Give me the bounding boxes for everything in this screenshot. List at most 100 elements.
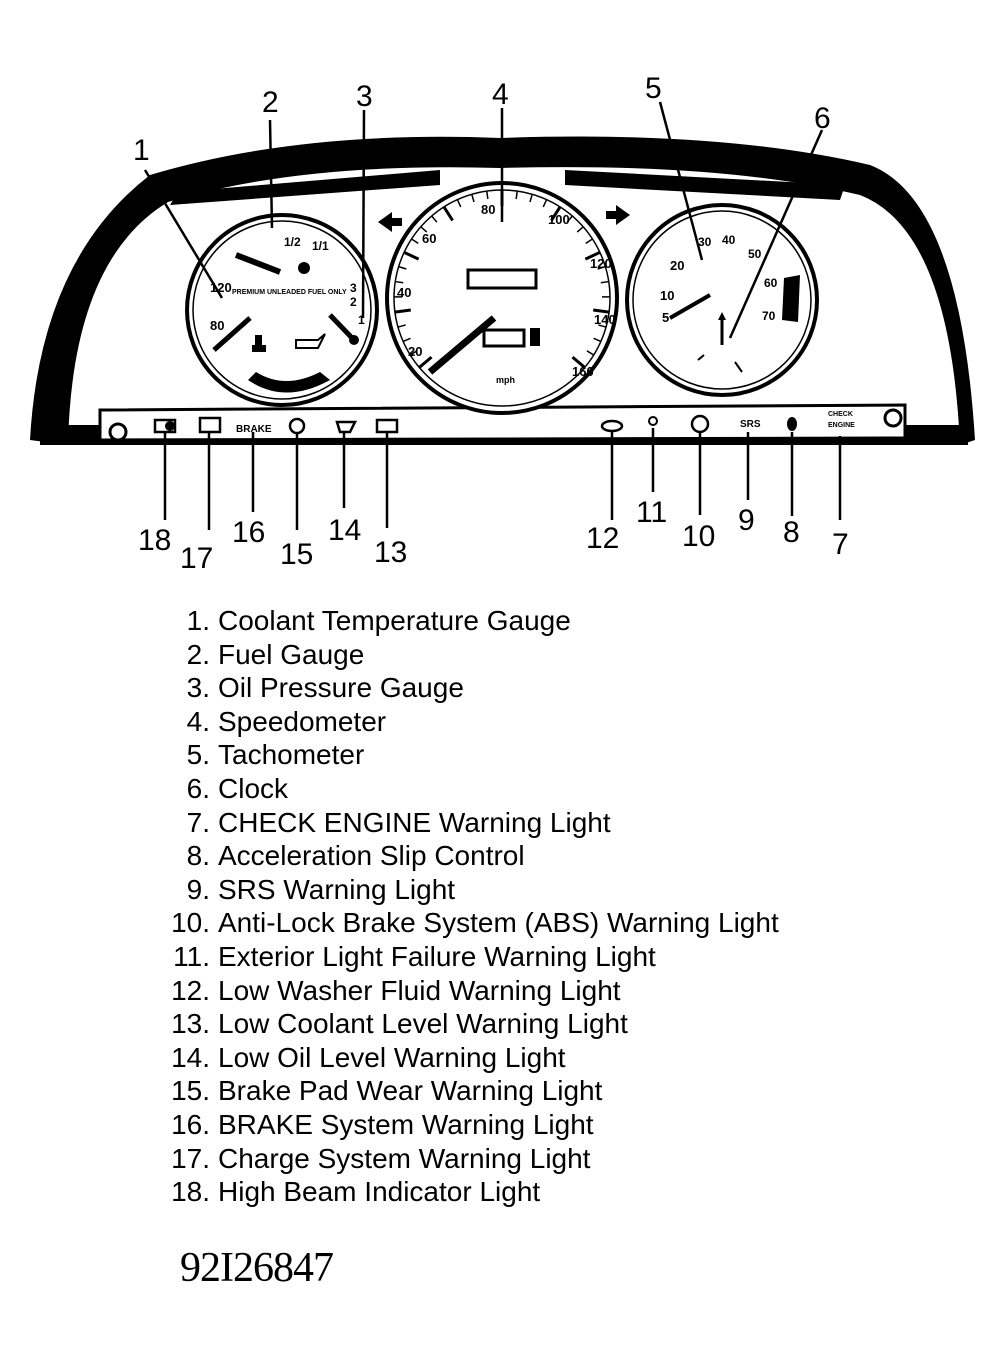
speedo-unit-label: mph bbox=[496, 375, 515, 385]
speedo-tick bbox=[542, 199, 548, 208]
fuel-needle bbox=[234, 252, 282, 275]
leader-5 bbox=[658, 101, 704, 261]
fuel-warning-text: PREMIUM UNLEADED FUEL ONLY bbox=[232, 289, 347, 296]
legend-number: 11. bbox=[173, 940, 210, 972]
speedo-tick bbox=[471, 194, 475, 203]
fuel-pump-icon bbox=[298, 262, 310, 274]
trip-odometer bbox=[482, 328, 526, 348]
legend-label: Clock bbox=[218, 772, 289, 804]
leader-1 bbox=[143, 169, 224, 299]
legend-item: 12.Low Washer Fluid Warning Light bbox=[150, 974, 779, 1008]
legend-item: 1.Coolant Temperature Gauge bbox=[150, 604, 779, 638]
oil-needle bbox=[328, 313, 356, 342]
legend-number: 8. bbox=[186, 840, 210, 872]
legend-label: Oil Pressure Gauge bbox=[218, 672, 464, 704]
callout-15: 15 bbox=[280, 538, 314, 571]
callout-13: 13 bbox=[374, 536, 408, 569]
speedo-tick bbox=[584, 250, 601, 261]
legend-label: Low Coolant Level Warning Light bbox=[218, 1008, 628, 1040]
legend-label: High Beam Indicator Light bbox=[218, 1176, 541, 1208]
speedo-tick bbox=[485, 190, 489, 200]
oil-3-label: 3 bbox=[350, 281, 357, 295]
legend-item: 17.Charge System Warning Light bbox=[150, 1142, 779, 1176]
speedo-tick bbox=[576, 226, 584, 233]
legend-number: 9. bbox=[186, 873, 210, 905]
legend-label: Acceleration Slip Control bbox=[218, 840, 525, 872]
callout-10: 10 bbox=[682, 520, 716, 553]
legend-item: 8.Acceleration Slip Control bbox=[150, 839, 779, 873]
callout-3: 3 bbox=[356, 80, 373, 113]
tach-50-label: 50 bbox=[748, 247, 762, 261]
speedo-tick bbox=[515, 190, 519, 200]
bulb-icon bbox=[648, 416, 658, 426]
legend-number: 2. bbox=[186, 638, 210, 670]
callout-1: 1 bbox=[133, 134, 150, 167]
temp-80-label: 80 bbox=[210, 318, 224, 333]
legend-list: 1.Coolant Temperature Gauge 2.Fuel Gauge… bbox=[150, 604, 779, 1209]
speedo-tick bbox=[529, 194, 533, 203]
speedo-tick bbox=[571, 355, 586, 369]
tach-10-label: 10 bbox=[660, 288, 674, 303]
legend-label: CHECK ENGINE Warning Light bbox=[218, 806, 611, 838]
speedo-tick bbox=[394, 308, 411, 314]
speedo-tick bbox=[398, 265, 407, 270]
legend-item: 3.Oil Pressure Gauge bbox=[150, 671, 779, 705]
speedo-tick bbox=[397, 324, 406, 328]
tach-needle bbox=[669, 293, 711, 320]
legend-number: 18. bbox=[171, 1176, 210, 1208]
legend-item: 10.Anti-Lock Brake System (ABS) Warning … bbox=[150, 906, 779, 940]
speedo-tick bbox=[593, 308, 610, 314]
odometer bbox=[466, 268, 538, 290]
speedo-tick bbox=[442, 206, 454, 222]
speedo-tick bbox=[566, 215, 573, 223]
temp-needle bbox=[212, 316, 252, 352]
srs-indicator-label: SRS bbox=[740, 419, 761, 430]
fuel-half-label: 1/2 bbox=[284, 235, 301, 249]
legend-label: Coolant Temperature Gauge bbox=[218, 605, 571, 636]
legend-label: Exterior Light Failure Warning Light bbox=[218, 940, 656, 972]
speedo-100-label: 100 bbox=[548, 212, 570, 227]
legend-number: 4. bbox=[186, 705, 210, 737]
speedo-40-label: 40 bbox=[397, 285, 411, 300]
legend-number: 14. bbox=[171, 1041, 210, 1073]
speedo-tick bbox=[418, 355, 433, 369]
speedo-140-label: 140 bbox=[594, 312, 616, 327]
speedo-tick bbox=[431, 215, 438, 223]
legend-item: 16.BRAKE System Warning Light bbox=[150, 1108, 779, 1142]
turn-signal-left-icon bbox=[378, 212, 402, 232]
callout-2: 2 bbox=[262, 86, 279, 119]
legend-label: Tachometer bbox=[218, 739, 365, 771]
legend-number: 15. bbox=[171, 1075, 210, 1107]
speedo-60-label: 60 bbox=[422, 231, 436, 246]
coolant-level-icon bbox=[375, 418, 399, 434]
tach-30-label: 30 bbox=[698, 235, 712, 249]
tach-40-label: 40 bbox=[722, 233, 736, 247]
oil-2-label: 2 bbox=[350, 295, 357, 309]
callout-16: 16 bbox=[232, 516, 266, 549]
callout-5: 5 bbox=[645, 72, 662, 105]
speedo-tick bbox=[403, 250, 420, 261]
legend-label: Low Oil Level Warning Light bbox=[218, 1041, 566, 1073]
redline-band bbox=[782, 275, 800, 322]
leader-6 bbox=[728, 129, 824, 339]
legend-number: 17. bbox=[171, 1142, 210, 1174]
legend-item: 13.Low Coolant Level Warning Light bbox=[150, 1007, 779, 1041]
callout-9: 9 bbox=[738, 504, 755, 537]
speedo-needle bbox=[427, 315, 497, 375]
legend-number: 6. bbox=[186, 772, 210, 804]
speedo-tick bbox=[411, 238, 419, 244]
speedo-20-label: 20 bbox=[408, 344, 422, 359]
check-label: CHECK bbox=[828, 411, 853, 418]
callout-17: 17 bbox=[180, 542, 214, 575]
legend-item: 7.CHECK ENGINE Warning Light bbox=[150, 806, 779, 840]
legend-item: 2.Fuel Gauge bbox=[150, 638, 779, 672]
legend-item: 15.Brake Pad Wear Warning Light bbox=[150, 1074, 779, 1108]
callout-4: 4 bbox=[492, 78, 509, 111]
oil-1-label: 1 bbox=[358, 313, 365, 327]
callout-7: 7 bbox=[832, 528, 849, 561]
leader-2 bbox=[268, 119, 274, 229]
legend-label: Charge System Warning Light bbox=[218, 1142, 591, 1174]
legend-item: 11.Exterior Light Failure Warning Light bbox=[150, 940, 779, 974]
tachometer: 5 10 20 30 40 50 60 70 bbox=[625, 203, 819, 397]
callout-11: 11 bbox=[636, 496, 668, 529]
